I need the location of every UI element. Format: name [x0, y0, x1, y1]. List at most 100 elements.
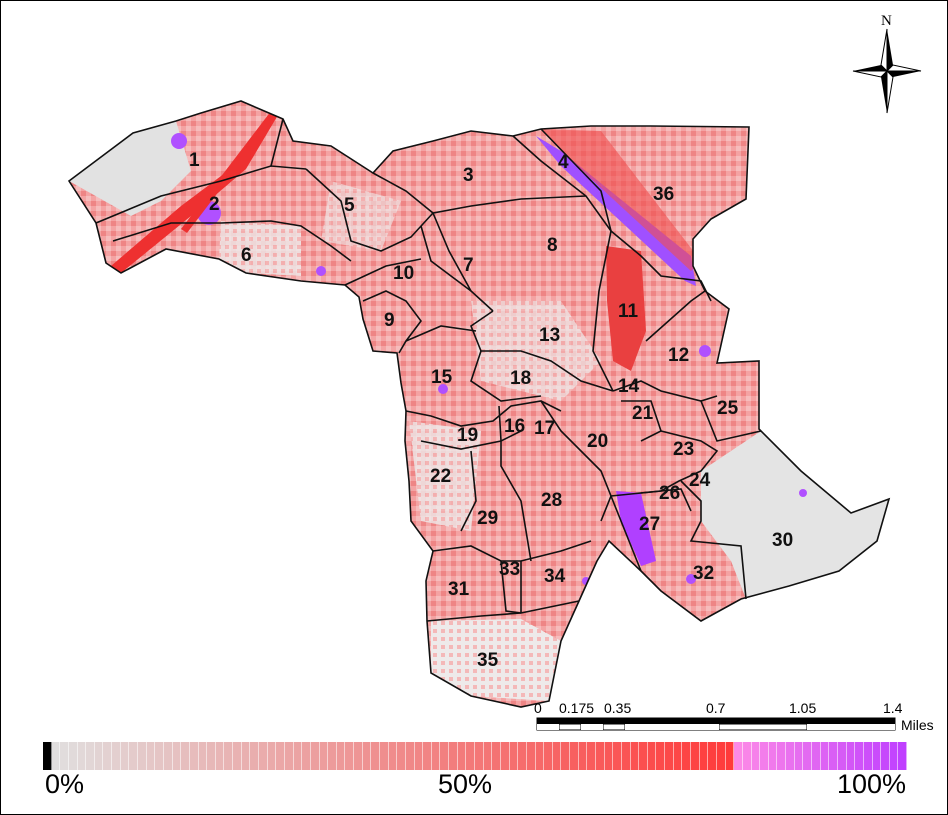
- legend-ramp-cell: [43, 742, 52, 770]
- legend-ramp-cell: [665, 742, 674, 770]
- legend-ramp-cell: [837, 742, 847, 770]
- legend-ramp-cell: [647, 742, 657, 770]
- watershed-label: 5: [344, 195, 355, 216]
- subbasin-labels: 1 2 3 4 5 6 7 8 9 10 11 12 13 14 15 16 1…: [189, 150, 793, 671]
- watershed-label: 27: [639, 514, 660, 535]
- scale-tick-label: 0.175: [559, 700, 594, 716]
- legend-ramp-cell: [682, 742, 692, 770]
- legend-ramp-cell: [138, 742, 147, 770]
- legend-min-label: 0%: [45, 769, 85, 799]
- legend-ramp-cell: [855, 742, 864, 770]
- legend-ramp-cell: [673, 742, 683, 770]
- legend-ramp-cell: [405, 742, 415, 770]
- legend-ramp-cell: [371, 742, 380, 770]
- watershed-label: 16: [504, 416, 525, 437]
- legend-ramp-cell: [561, 742, 571, 770]
- watershed-label: 31: [448, 579, 470, 600]
- watershed-label: 11: [618, 301, 639, 322]
- legend-ramp-cell: [155, 742, 164, 770]
- legend-ramp-cell: [596, 742, 605, 770]
- legend-ramp-cell: [812, 742, 821, 770]
- scale-tick-label: 0.35: [604, 700, 631, 716]
- legend-ramp-cell: [466, 742, 476, 770]
- legend-max-label: 100%: [837, 769, 907, 799]
- legend-ramp-cell: [112, 742, 121, 770]
- legend-ramp-cell: [483, 742, 493, 770]
- legend-ramp-cell: [794, 742, 804, 770]
- watershed-label: 15: [431, 367, 453, 388]
- legend-ramp-cell: [604, 742, 614, 770]
- watershed-label: 29: [477, 508, 498, 529]
- watershed-label: 14: [618, 376, 640, 397]
- legend-ramp-cell: [77, 742, 87, 770]
- watershed-label: 19: [457, 425, 478, 446]
- legend-ramp-cell: [535, 742, 545, 770]
- subbasin-boundaries: [68, 100, 890, 708]
- legend-ramp-cell: [449, 742, 458, 770]
- legend-ramp-cell: [734, 742, 743, 770]
- legend-ramp-cell: [881, 742, 890, 770]
- legend-ramp-cell: [267, 742, 277, 770]
- legend-ramp-cell: [457, 742, 467, 770]
- legend-ramp-cell: [336, 742, 346, 770]
- watershed-label: 21: [632, 403, 654, 424]
- watershed-label: 24: [689, 470, 711, 491]
- legend-ramp-cell: [94, 742, 104, 770]
- watershed-label: 12: [668, 345, 689, 366]
- legend-ramp-cell: [768, 742, 778, 770]
- legend-ramp-cell: [889, 742, 899, 770]
- watershed-label: 17: [534, 418, 555, 439]
- legend-ramp-cell: [621, 742, 631, 770]
- legend-ramp-cell: [224, 742, 234, 770]
- legend-ramp-cell: [708, 742, 717, 770]
- legend-ramp-cell: [751, 742, 761, 770]
- scale-tick-label: 0: [534, 700, 542, 716]
- legend-ramp-cell: [310, 742, 320, 770]
- legend-ramp-cell: [319, 742, 329, 770]
- watershed-label: 36: [653, 184, 674, 205]
- legend-ramp-cell: [518, 742, 527, 770]
- legend-ramp-cell: [716, 742, 726, 770]
- watershed-label: 10: [393, 263, 414, 284]
- legend-color-ramp: [43, 742, 908, 770]
- legend-mid-label: 50%: [438, 769, 493, 799]
- legend-ramp-cell: [414, 742, 424, 770]
- legend-ramp-cell: [544, 742, 553, 770]
- legend-ramp-cell: [846, 742, 856, 770]
- legend-ramp-cell: [146, 742, 156, 770]
- watershed-label: 18: [510, 368, 531, 389]
- north-label: N: [881, 13, 892, 29]
- legend-ramp-cell: [656, 742, 666, 770]
- legend-ramp-cell: [233, 742, 242, 770]
- watershed-map: 1 2 3 4 5 6 7 8 9 10 11 12 13 14 15 16 1…: [68, 100, 890, 708]
- watershed-label: 35: [477, 650, 499, 671]
- legend-ramp-cell: [742, 742, 752, 770]
- legend-ramp-cell: [198, 742, 208, 770]
- legend-ramp-cell: [440, 742, 450, 770]
- watershed-label: 22: [430, 466, 451, 487]
- legend-ramp-cell: [51, 742, 61, 770]
- watershed-label: 20: [587, 431, 608, 452]
- watershed-label: 34: [544, 566, 566, 587]
- legend-ramp-cell: [630, 742, 640, 770]
- watershed-label: 1: [189, 150, 200, 171]
- legend-ramp-cell: [293, 742, 303, 770]
- legend-ramp-cell: [379, 742, 389, 770]
- legend-ramp-cell: [492, 742, 501, 770]
- legend-ramp-cell: [189, 742, 199, 770]
- watershed-label: 13: [539, 325, 560, 346]
- legend-ramp-cell: [250, 742, 260, 770]
- legend-ramp-cell: [699, 742, 709, 770]
- legend-ramp-cell: [898, 742, 908, 770]
- legend-ramp-cell: [215, 742, 225, 770]
- watershed-label: 4: [558, 152, 569, 173]
- legend-ramp-cell: [820, 742, 830, 770]
- watershed-label: 2: [209, 194, 220, 215]
- watershed-label: 26: [659, 483, 680, 504]
- legend-ramp-cell: [725, 742, 735, 770]
- watershed-label: 23: [673, 439, 694, 460]
- legend-ramp-cell: [829, 742, 838, 770]
- legend-ramp-cell: [786, 742, 795, 770]
- watershed-label: 32: [693, 563, 714, 584]
- legend-ramp-cell: [163, 742, 173, 770]
